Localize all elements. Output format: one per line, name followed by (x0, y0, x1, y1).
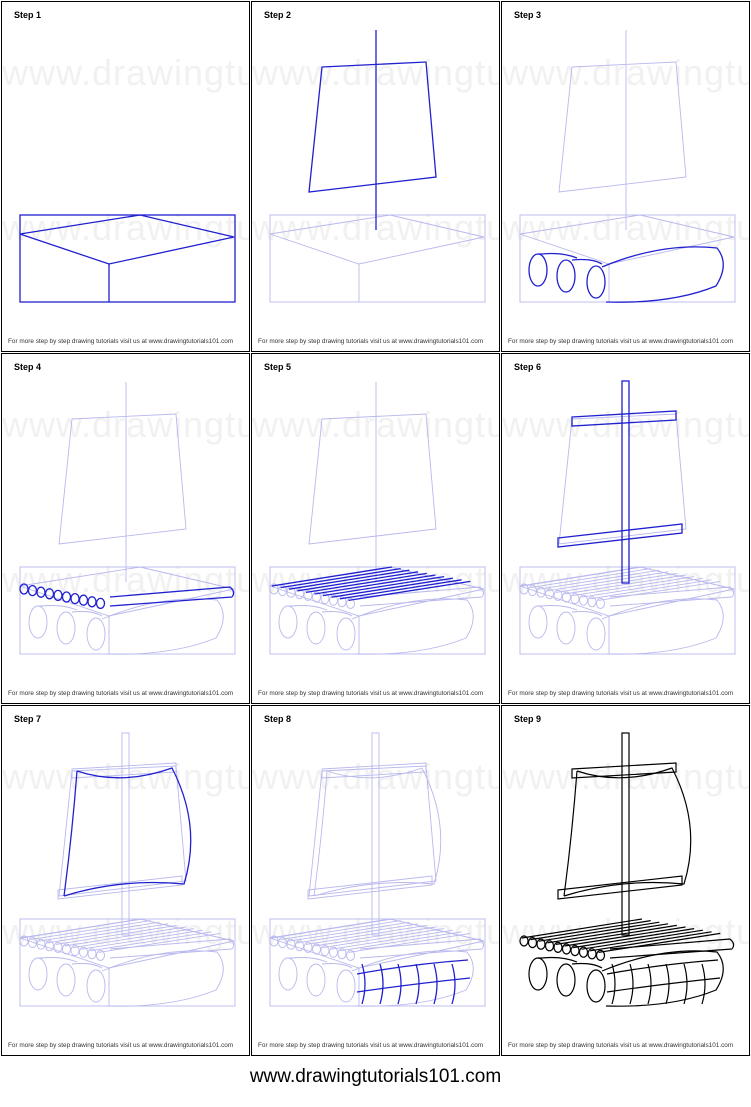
sail-guide (308, 765, 437, 897)
logs-new (19, 583, 235, 610)
step-label: Step 7 (14, 714, 42, 724)
step-panel: www.drawingtutorials101.comwww.drawingtu… (1, 1, 250, 352)
watermark: www.drawingtutorials101.com (2, 404, 250, 445)
sail-new (308, 61, 437, 193)
box-guide (269, 214, 486, 303)
step-panel: www.drawingtutorials101.comwww.drawingtu… (251, 353, 500, 704)
step-drawing (269, 30, 486, 303)
spars-guide (57, 732, 183, 936)
footer-note: For more step by step drawing tutorials … (508, 1042, 734, 1049)
step-label: Step 6 (514, 362, 542, 372)
floats-guide (28, 950, 224, 1007)
step-label: Step 9 (514, 714, 542, 724)
step-label: Step 5 (264, 362, 292, 372)
logs-guide (519, 583, 735, 609)
sail-guide (58, 413, 187, 545)
step-label: Step 4 (14, 362, 42, 372)
step-label: Step 3 (514, 10, 542, 20)
watermark: www.drawingtutorials101.com (502, 207, 750, 248)
footer-note: For more step by step drawing tutorials … (258, 1042, 484, 1049)
deck-final (521, 918, 721, 953)
watermark: www.drawingtutorials101.com (2, 756, 250, 797)
watermark: www.drawingtutorials101.com (252, 404, 500, 445)
sail-guide (558, 61, 687, 193)
step-label: Step 2 (264, 10, 292, 20)
logs-final (519, 935, 735, 961)
spars-final (557, 732, 683, 936)
deck-guide (271, 918, 471, 953)
step-panel: www.drawingtutorials101.comwww.drawingtu… (251, 1, 500, 352)
box-guide (519, 566, 736, 655)
barrelLines-new (356, 959, 471, 1005)
footer-note: For more step by step drawing tutorials … (8, 690, 234, 697)
watermark: www.drawingtutorials101.com (502, 756, 750, 797)
step-drawing (19, 382, 236, 655)
site-url: www.drawingtutorials101.com (249, 1066, 502, 1087)
floats-guide (28, 598, 224, 655)
step-drawing (269, 382, 486, 655)
floats-new (528, 246, 724, 303)
box-new (19, 214, 236, 303)
watermark: www.drawingtutorials101.com (2, 559, 250, 600)
footer-note: For more step by step drawing tutorials … (508, 338, 734, 345)
tutorial-grid: www.drawingtutorials101.comwww.drawingtu… (1, 1, 750, 1056)
deck-guide (521, 566, 721, 601)
footer-note: For more step by step drawing tutorials … (508, 690, 734, 697)
step-drawing (519, 380, 736, 655)
footer-note: For more step by step drawing tutorials … (258, 338, 484, 345)
barrelLines-final (606, 959, 721, 1005)
step-label: Step 8 (264, 714, 292, 724)
step-drawing (19, 732, 236, 1007)
box-guide (519, 214, 736, 303)
floats-guide (278, 950, 474, 1007)
step-drawing (519, 732, 735, 1007)
deck-guide (21, 918, 221, 953)
step-panel: www.drawingtutorials101.com www.drawingtu… (1, 353, 250, 704)
step-panel: www.drawingtutorials101.comwww.drawingtu… (501, 705, 750, 1056)
sail-guide (58, 765, 187, 897)
floats-guide (528, 598, 724, 655)
sail-guide (558, 413, 687, 545)
box-guide (19, 918, 236, 1007)
spars-guide (307, 732, 433, 936)
logs-guide (269, 935, 485, 961)
step-panel: www.drawingtutorials101.comwww.drawingtu… (501, 353, 750, 704)
box-guide (269, 566, 486, 655)
step-drawing (19, 214, 236, 303)
deck-new (271, 566, 471, 602)
watermark: www.drawingtutorials101.com (252, 756, 500, 797)
billowSail-final (563, 767, 692, 897)
footer-note: For more step by step drawing tutorials … (8, 1042, 234, 1049)
footer-note: For more step by step drawing tutorials … (8, 338, 234, 345)
step-label: Step 1 (14, 10, 42, 20)
watermark: www.drawingtutorials101.com (502, 52, 750, 93)
watermark: www.drawingtutorials101.com (2, 52, 250, 93)
watermark: www.drawingtutorials101.com (502, 404, 750, 445)
footer-note: For more step by step drawing tutorials … (258, 690, 484, 697)
box-guide (19, 566, 236, 655)
step-drawing (519, 30, 736, 303)
step-panel: www.drawingtutorials101.com www.drawingtu… (501, 1, 750, 352)
billowSail-guide (313, 767, 442, 897)
step-panel: www.drawingtutorials101.comwww.drawingtu… (1, 705, 250, 1056)
spars-new (557, 380, 683, 584)
floats-guide (278, 598, 474, 655)
sail-guide (308, 413, 437, 545)
box-guide (269, 918, 486, 1007)
step-panel: www.drawingtutorials101.comwww.drawingtu… (251, 705, 500, 1056)
floats-final (528, 950, 724, 1007)
billowSail-new (63, 767, 192, 897)
step-drawing (269, 732, 486, 1007)
